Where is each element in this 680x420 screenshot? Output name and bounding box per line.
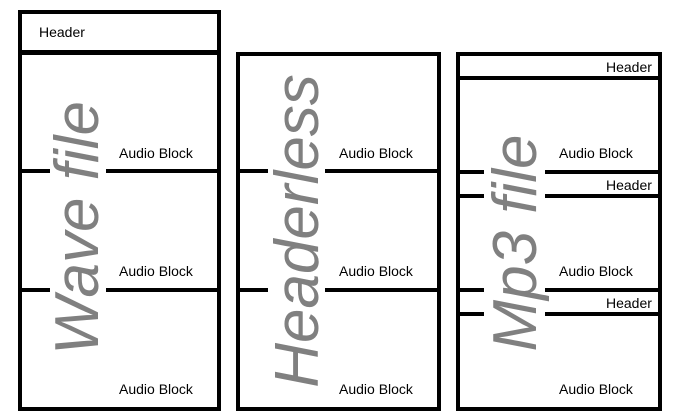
mp3-audio-block-label: Audio Block [559,381,633,397]
wave-header-label: Header [39,24,85,40]
wave-body-box [18,51,221,411]
mp3-header-divider [458,312,484,316]
headerless-divider-right [325,169,439,173]
wave-title: Wave file [43,101,112,355]
mp3-header-divider [545,312,660,316]
mp3-header-divider [458,194,484,198]
headerless-body-box [236,52,441,411]
wave-divider-right [106,288,219,292]
mp3-header-divider [545,194,660,198]
wave-audio-block-label: Audio Block [119,381,193,397]
wave-divider-left [20,288,50,292]
mp3-header-divider [458,288,484,292]
mp3-header-label: Header [606,59,652,75]
mp3-audio-block-label: Audio Block [559,145,633,161]
headerless-divider-right [325,288,439,292]
wave-divider-left [20,169,50,173]
mp3-title: Mp3 file [481,134,550,352]
mp3-header-divider [545,288,660,292]
headerless-title: Headerless [263,74,332,388]
mp3-header-label: Header [606,295,652,311]
wave-audio-block-label: Audio Block [119,263,193,279]
headerless-divider-left [238,169,268,173]
headerless-audio-block-label: Audio Block [339,263,413,279]
mp3-header-divider [545,170,660,174]
mp3-audio-block-label: Audio Block [559,263,633,279]
headerless-audio-block-label: Audio Block [339,145,413,161]
headerless-divider-left [238,288,268,292]
mp3-body-box [456,52,662,411]
mp3-header-label: Header [606,177,652,193]
wave-audio-block-label: Audio Block [119,145,193,161]
headerless-audio-block-label: Audio Block [339,381,413,397]
mp3-header-divider [458,76,660,80]
wave-divider-right [106,169,219,173]
mp3-header-divider [458,170,484,174]
